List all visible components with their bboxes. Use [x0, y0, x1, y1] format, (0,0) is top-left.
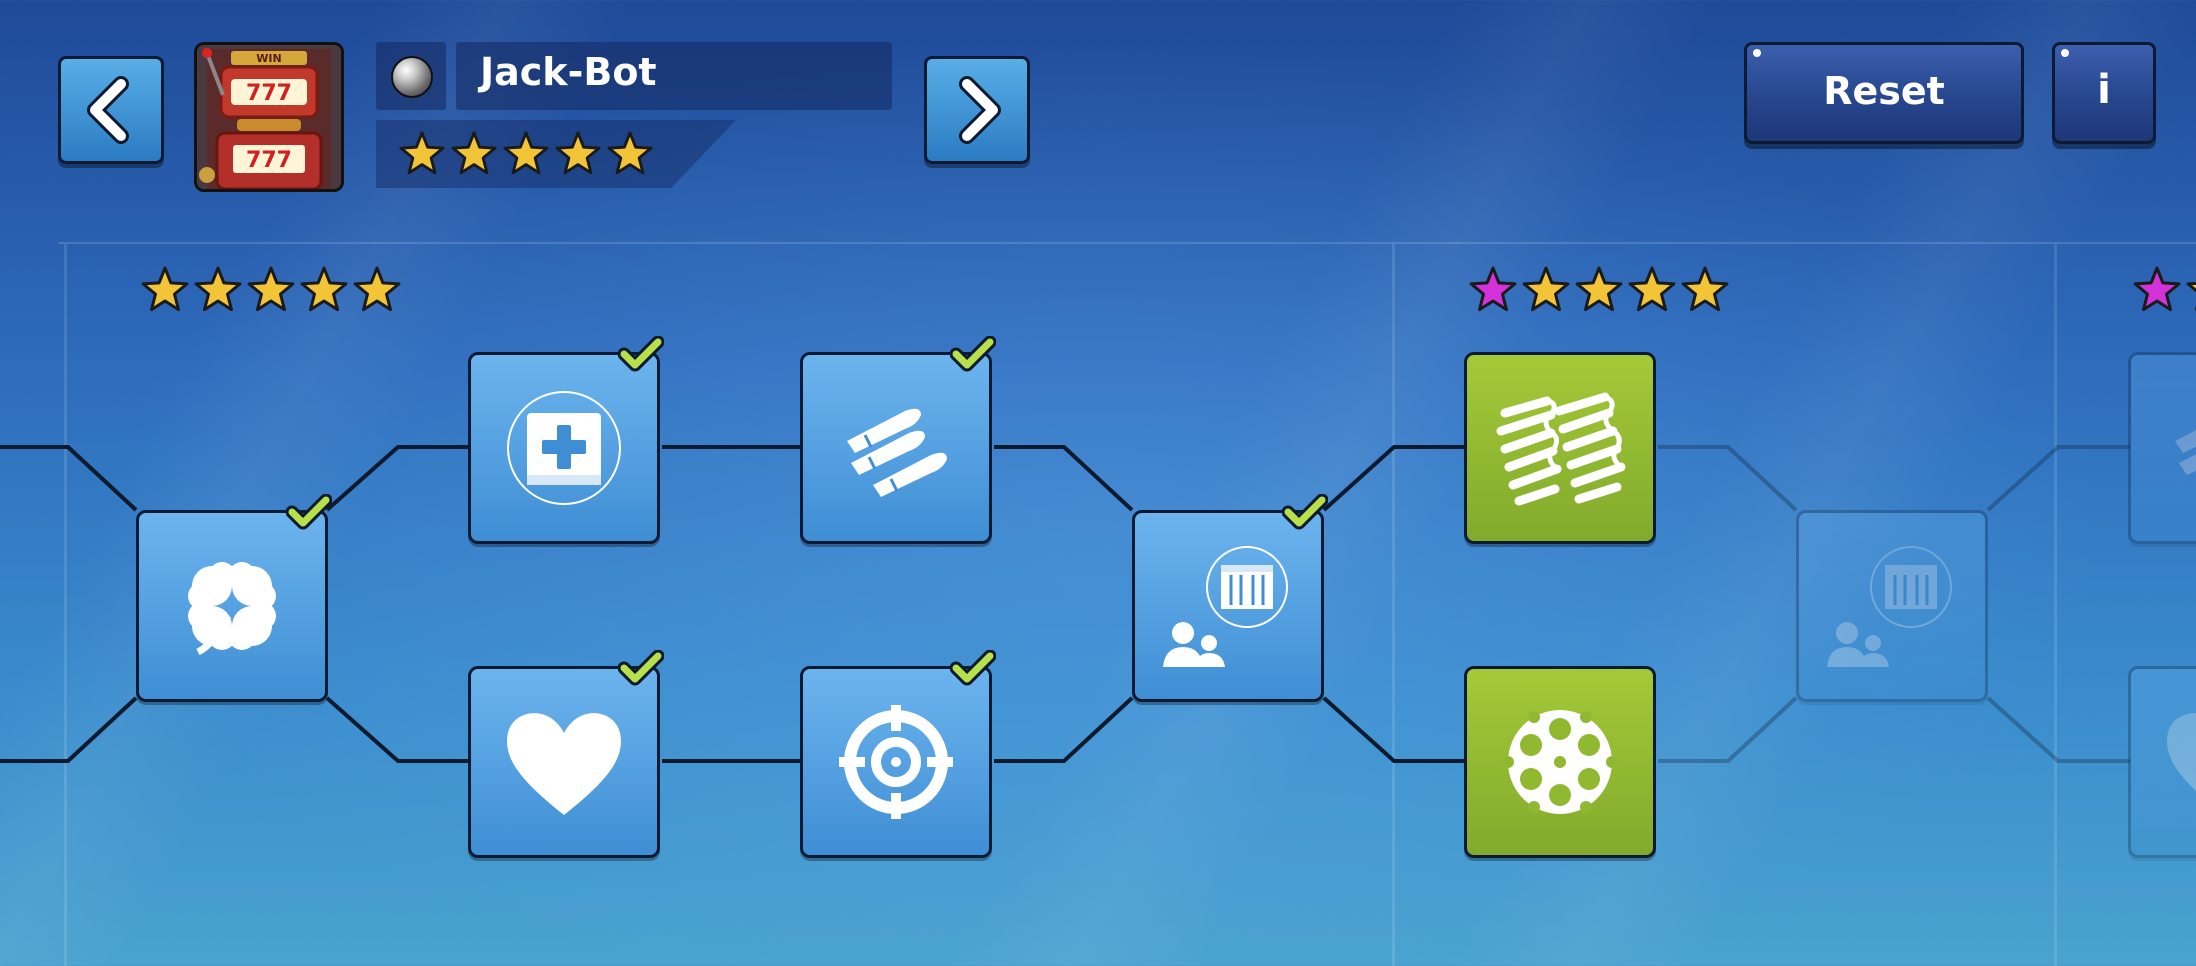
medkit-icon: [507, 391, 621, 505]
reset-button-label: Reset: [1823, 69, 1945, 113]
star-icon: [140, 265, 190, 319]
character-name: Jack-Bot: [480, 50, 657, 94]
star-icon: [2132, 265, 2182, 319]
previous-character-button[interactable]: [58, 56, 164, 164]
revolver-cylinder-icon: [1502, 710, 1618, 814]
tier-divider: [2054, 244, 2057, 966]
connector: [325, 696, 468, 763]
info-button[interactable]: i: [2052, 42, 2156, 144]
chevron-right-icon: [959, 76, 1001, 144]
skill-node-bullets[interactable]: [800, 352, 992, 544]
star-icon: [1627, 265, 1677, 319]
team-crate-icon: [1827, 546, 1952, 667]
connector-locked: [1986, 696, 2130, 763]
clover-icon: [188, 562, 276, 656]
avatar-win-text: WIN: [256, 52, 281, 65]
info-button-label: i: [2097, 67, 2111, 113]
checkmark-icon: [1282, 494, 1328, 530]
chevron-left-icon: [87, 76, 129, 144]
star-icon: [1468, 265, 1518, 319]
heart-icon: [2167, 713, 2196, 791]
character-avatar: WIN 777 777: [194, 42, 344, 192]
target-icon: [839, 705, 953, 819]
star-icon: [299, 265, 349, 319]
skill-node-team-crate[interactable]: [1132, 510, 1324, 702]
checkmark-icon: [618, 336, 664, 372]
skill-node-target[interactable]: [800, 666, 992, 858]
star-icon: [1574, 265, 1624, 319]
next-character-button[interactable]: [924, 56, 1030, 164]
skill-node-medkit[interactable]: [468, 352, 660, 544]
star-icon: [2185, 265, 2196, 319]
metal-ball-icon: [391, 56, 433, 98]
skill-node-team-crate-locked[interactable]: [1796, 510, 1988, 702]
star-icon: [1680, 265, 1730, 319]
star-icon: [450, 130, 498, 182]
star-icon: [352, 265, 402, 319]
skill-node-heart[interactable]: [468, 666, 660, 858]
connector: [1322, 445, 1464, 512]
skill-node-clover[interactable]: [136, 510, 328, 702]
connector: [1322, 696, 1464, 763]
connector: [994, 696, 1134, 763]
star-icon: [606, 130, 654, 182]
connector-locked: [1658, 445, 1798, 512]
avatar-reel-text: 777: [246, 81, 292, 106]
checkmark-icon: [286, 494, 332, 530]
button-shine-dot: [1753, 49, 1761, 57]
button-shine-dot: [2061, 49, 2069, 57]
skill-node-bullets-locked[interactable]: [2128, 352, 2196, 544]
tier-divider: [1392, 244, 1395, 966]
checkmark-icon: [950, 650, 996, 686]
checkmark-icon: [950, 336, 996, 372]
heart-icon: [507, 713, 621, 815]
connector: [0, 696, 138, 763]
skill-node-revolver[interactable]: [1464, 666, 1656, 858]
star-icon: [554, 130, 602, 182]
star-icon: [246, 265, 296, 319]
star-icon: [502, 130, 550, 182]
slot-machine-robot-image: WIN 777 777: [197, 45, 341, 189]
bullets-icon: [847, 408, 947, 497]
skill-node-heart-locked[interactable]: [2128, 666, 2196, 858]
skill-node-springs[interactable]: [1464, 352, 1656, 544]
checkmark-icon: [618, 650, 664, 686]
connector: [0, 445, 138, 512]
team-crate-icon: [1163, 546, 1288, 667]
connector-locked: [1986, 445, 2130, 512]
name-bar: [456, 42, 892, 110]
tier-divider: [64, 244, 67, 966]
header-divider: [58, 242, 2196, 244]
springs-icon: [1496, 392, 1626, 506]
connector-locked: [1658, 696, 1798, 763]
star-icon: [1521, 265, 1571, 319]
connector: [994, 445, 1134, 512]
avatar-reel-text: 777: [246, 148, 292, 173]
bullets-icon: [2175, 430, 2196, 475]
reset-button[interactable]: Reset: [1744, 42, 2024, 144]
connector: [325, 445, 468, 512]
star-icon: [193, 265, 243, 319]
star-icon: [398, 130, 446, 182]
